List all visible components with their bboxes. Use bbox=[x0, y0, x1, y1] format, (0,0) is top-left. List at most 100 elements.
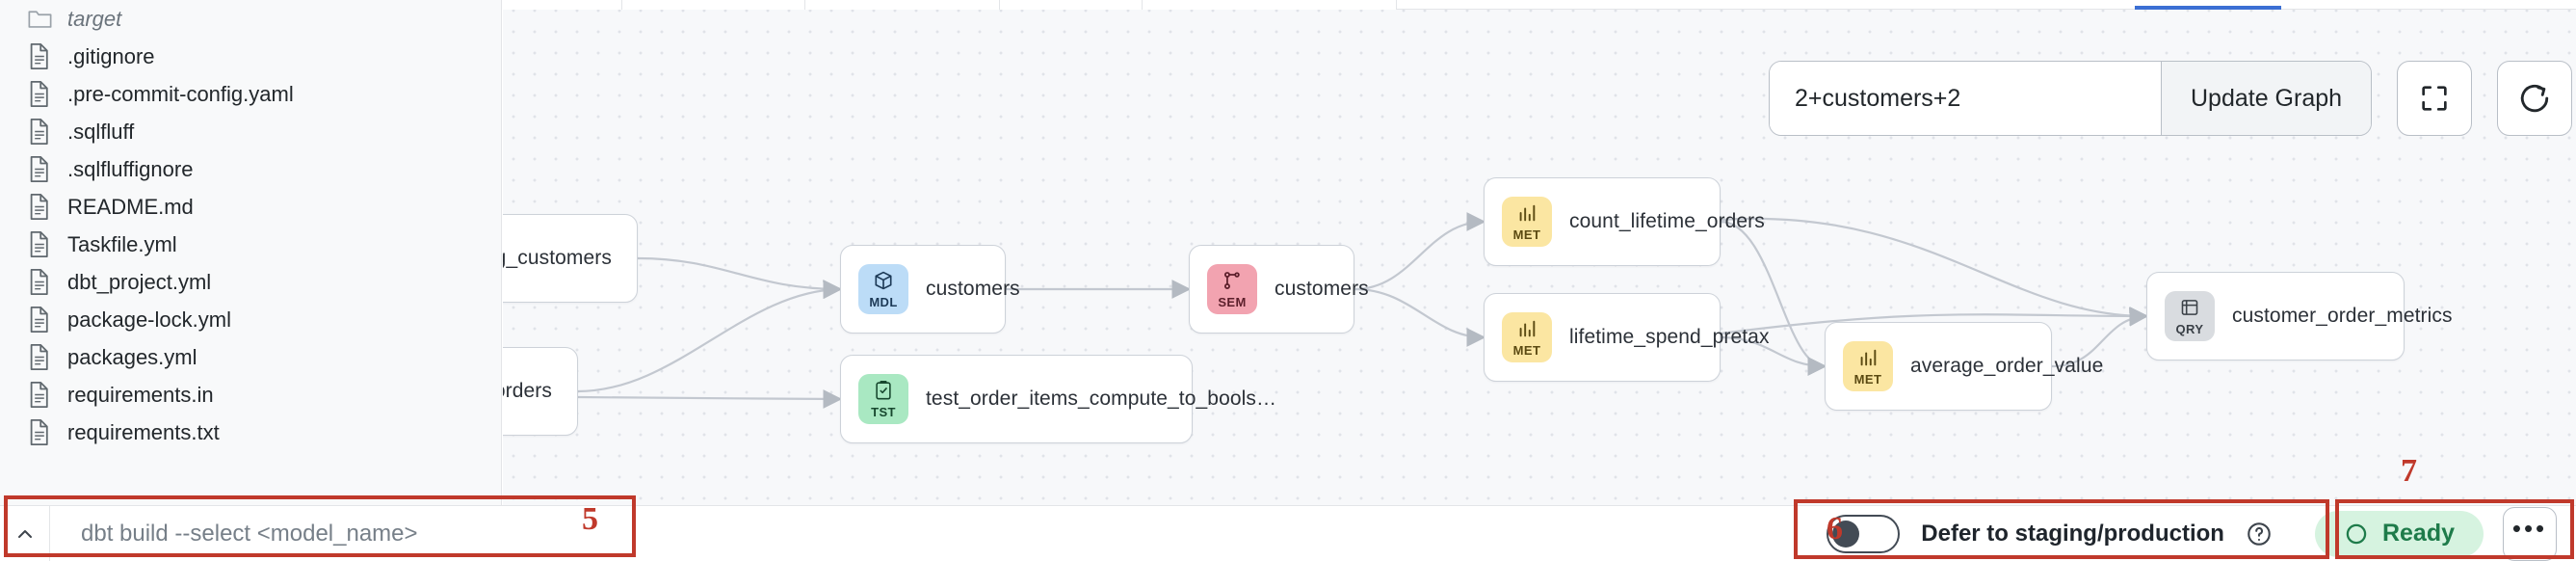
file-icon bbox=[27, 193, 52, 222]
graph-toolbar: Update Graph bbox=[1769, 61, 2573, 136]
graph-node[interactable]: MET count_lifetime_orders bbox=[1484, 177, 1765, 266]
file-name: requirements.txt bbox=[67, 419, 220, 444]
file-icon bbox=[27, 230, 52, 259]
file-icon bbox=[27, 306, 52, 334]
file-row[interactable]: target bbox=[0, 0, 501, 38]
lineage-graph-canvas[interactable]: tg_customersorders MDL customers TST test_… bbox=[503, 0, 2576, 505]
node-label: customers bbox=[1275, 278, 1369, 300]
command-input[interactable] bbox=[50, 506, 628, 561]
node-label: lifetime_spend_pretax bbox=[1569, 326, 1770, 348]
file-row[interactable]: .gitignore bbox=[0, 38, 501, 75]
file-row[interactable]: requirements.in bbox=[0, 376, 501, 414]
file-row[interactable]: .sqlfluff bbox=[0, 113, 501, 150]
graph-node[interactable]: MET average_order_value bbox=[1825, 322, 2103, 411]
node-label: test_order_items_compute_to_bools… bbox=[926, 387, 1277, 410]
graph-node[interactable]: SEM customers bbox=[1189, 245, 1369, 334]
file-icon bbox=[27, 42, 52, 71]
node-kind-label: MET bbox=[1512, 343, 1541, 358]
qry-badge-icon: QRY bbox=[2165, 291, 2215, 341]
file-name: .pre-commit-config.yaml bbox=[67, 81, 294, 106]
status-badge[interactable]: Ready bbox=[2314, 510, 2484, 557]
node-kind-label: QRY bbox=[2175, 322, 2204, 336]
graph-edges bbox=[577, 212, 2149, 409]
editor-tabbar bbox=[503, 0, 2576, 10]
file-row[interactable]: dbt_project.yml bbox=[0, 263, 501, 301]
node-kind-label: MET bbox=[1853, 372, 1882, 387]
help-circle-icon[interactable] bbox=[2246, 521, 2273, 548]
folder-icon bbox=[27, 5, 52, 34]
file-name: package-lock.yml bbox=[67, 307, 231, 332]
file-list: target .gitignore .pre-commit-config.yam… bbox=[0, 0, 501, 451]
graph-node[interactable]: QRY customer_order_metrics bbox=[2146, 272, 2453, 361]
command-bar bbox=[50, 506, 628, 561]
status-label: Ready bbox=[2381, 520, 2455, 547]
file-icon bbox=[27, 155, 52, 184]
tab-stub[interactable] bbox=[1143, 0, 1397, 10]
file-row[interactable]: README.md bbox=[0, 188, 501, 226]
tst-badge-icon: TST bbox=[858, 374, 908, 424]
lineage-select-input[interactable] bbox=[1770, 62, 2161, 135]
file-name: .sqlfluff bbox=[67, 119, 135, 144]
file-name: Taskfile.yml bbox=[67, 231, 177, 256]
file-icon bbox=[27, 268, 52, 297]
file-name: .sqlfluffignore bbox=[67, 156, 194, 181]
file-icon bbox=[27, 80, 52, 109]
file-icon bbox=[27, 343, 52, 372]
node-label: average_order_value bbox=[1910, 355, 2104, 377]
defer-toggle-group: Defer to staging/production bbox=[1755, 506, 2300, 561]
file-name: target bbox=[67, 6, 122, 31]
more-options-button[interactable]: ••• bbox=[2503, 506, 2557, 561]
file-name: .gitignore bbox=[67, 43, 155, 68]
tab-stub[interactable] bbox=[805, 0, 1000, 10]
file-row[interactable]: .sqlfluffignore bbox=[0, 150, 501, 188]
file-icon bbox=[27, 381, 52, 410]
update-graph-button[interactable]: Update Graph bbox=[2161, 62, 2372, 135]
file-icon bbox=[27, 418, 52, 447]
graph-node[interactable]: TST test_order_items_compute_to_bools… bbox=[840, 355, 1276, 443]
sem-badge-icon: SEM bbox=[1207, 264, 1257, 314]
file-row[interactable]: Taskfile.yml bbox=[0, 226, 501, 263]
node-kind-label: MDL bbox=[869, 295, 898, 309]
graph-node[interactable]: MDL customers bbox=[840, 245, 1020, 334]
file-row[interactable]: packages.yml bbox=[0, 338, 501, 376]
status-group: Ready ••• bbox=[2300, 506, 2576, 561]
defer-label: Defer to staging/production bbox=[1921, 520, 2224, 547]
tab-stub[interactable] bbox=[622, 0, 805, 10]
node-label: tg_customers bbox=[503, 247, 612, 269]
chevron-up-icon[interactable] bbox=[0, 506, 50, 561]
file-name: packages.yml bbox=[67, 344, 197, 369]
node-label: customer_order_metrics bbox=[2232, 305, 2453, 327]
fullscreen-icon[interactable] bbox=[2397, 61, 2473, 136]
active-tab-indicator bbox=[2135, 6, 2281, 10]
circle-icon bbox=[2344, 521, 2369, 547]
tab-stub[interactable] bbox=[503, 0, 622, 10]
lineage-selector-group: Update Graph bbox=[1769, 61, 2373, 136]
graph-node[interactable]: MET lifetime_spend_pretax bbox=[1484, 293, 1769, 382]
file-explorer-panel: target .gitignore .pre-commit-config.yam… bbox=[0, 0, 502, 505]
toggle-knob bbox=[1832, 520, 1860, 548]
file-row[interactable]: requirements.txt bbox=[0, 414, 501, 451]
graph-node[interactable]: orders bbox=[503, 347, 578, 436]
met-badge-icon: MET bbox=[1502, 197, 1552, 247]
file-name: requirements.in bbox=[67, 382, 214, 407]
node-kind-label: TST bbox=[871, 405, 896, 419]
node-label: count_lifetime_orders bbox=[1569, 210, 1765, 232]
bottom-status-bar: Defer to staging/production Ready ••• bbox=[0, 505, 2576, 561]
met-badge-icon: MET bbox=[1843, 341, 1893, 391]
mdl-badge-icon: MDL bbox=[858, 264, 908, 314]
file-name: dbt_project.yml bbox=[67, 269, 212, 294]
refresh-icon[interactable] bbox=[2497, 61, 2573, 136]
graph-node[interactable]: tg_customers bbox=[503, 214, 638, 303]
tab-stub[interactable] bbox=[1000, 0, 1143, 10]
met-badge-icon: MET bbox=[1502, 312, 1552, 362]
node-label: customers bbox=[926, 278, 1020, 300]
file-row[interactable]: .pre-commit-config.yaml bbox=[0, 75, 501, 113]
file-name: README.md bbox=[67, 194, 194, 219]
node-kind-label: MET bbox=[1512, 227, 1541, 242]
node-kind-label: SEM bbox=[1218, 295, 1247, 309]
bottom-bar-spacer bbox=[628, 506, 1755, 561]
file-row[interactable]: package-lock.yml bbox=[0, 301, 501, 338]
file-icon bbox=[27, 118, 52, 147]
defer-toggle[interactable] bbox=[1827, 514, 1901, 553]
